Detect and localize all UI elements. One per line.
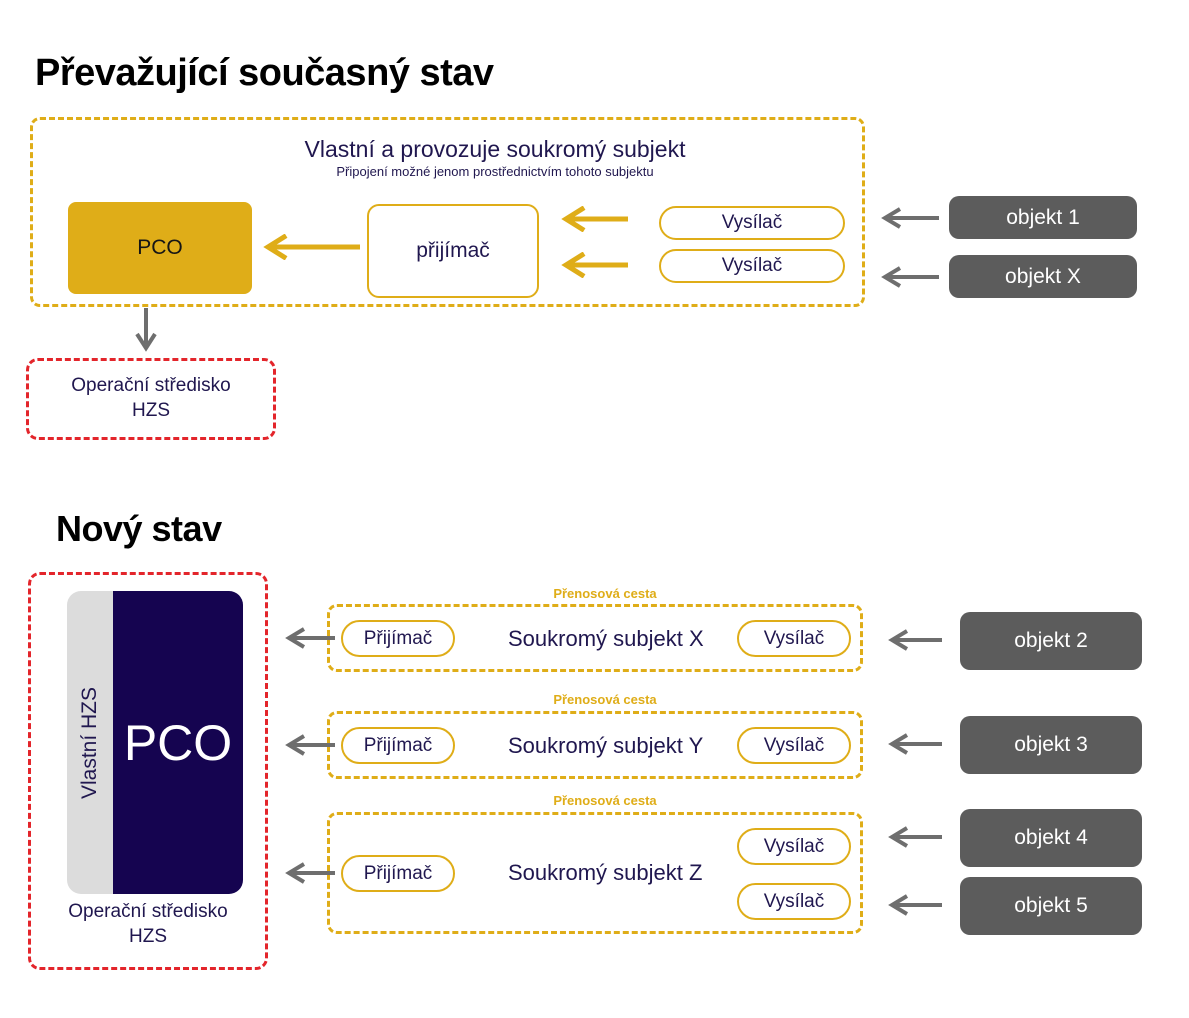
receiver-box-path3: Přijímač	[341, 855, 455, 892]
pco-label-new: PCO	[113, 591, 243, 894]
private-subject-heading: Vlastní a provozuje soukromý subjekt	[304, 136, 686, 162]
transmission-path-label-1: Přenosová cesta	[553, 586, 657, 601]
arrow-left-icon-object2	[888, 629, 942, 651]
transmission-path-label-3: Přenosová cesta	[553, 793, 657, 808]
arrow-left-icon-object1	[881, 207, 939, 229]
pco-owner-strip: Vlastní HZS	[67, 591, 113, 894]
object-box-3: objekt 3	[960, 716, 1142, 774]
hzs-owned-pco-container	[28, 572, 268, 970]
arrow-left-icon-transmitter2-to-receiver	[561, 252, 628, 278]
page-title-new-state: Nový stav	[56, 508, 222, 549]
arrow-left-icon-path2-to-pco	[285, 734, 335, 756]
transmitter-box-current-1: Vysílač	[659, 206, 845, 240]
object-box-x: objekt X	[949, 255, 1137, 298]
transmitter-box-current-2: Vysílač	[659, 249, 845, 283]
page-title-current-state: Převažující současný stav	[35, 52, 494, 94]
transmitter-box-path2: Vysílač	[737, 727, 851, 764]
transmission-path-label-2: Přenosová cesta	[553, 692, 657, 707]
arrow-left-icon-objectX	[881, 266, 939, 288]
arrow-left-icon-object3	[888, 733, 942, 755]
transmitter-box-path3-2: Vysílač	[737, 883, 851, 920]
pco-box-current: PCO	[68, 202, 252, 294]
subject-label-path2: Soukromý subjekt Y	[508, 733, 704, 758]
arrow-left-icon-path1-to-pco	[285, 627, 335, 649]
arrow-left-icon-object5	[888, 894, 942, 916]
receiver-box-current: přijímač	[367, 204, 539, 298]
object-box-1: objekt 1	[949, 196, 1137, 239]
object-box-2: objekt 2	[960, 612, 1142, 670]
pco-owner-label: Vlastní HZS	[78, 686, 102, 799]
object-box-5: objekt 5	[960, 877, 1142, 935]
transmitter-box-path3-1: Vysílač	[737, 828, 851, 865]
arrow-left-icon-object4	[888, 826, 942, 848]
subject-label-path1: Soukromý subjekt X	[508, 626, 704, 651]
arrow-left-icon-transmitter1-to-receiver	[561, 206, 628, 232]
private-subject-container	[30, 117, 865, 307]
object-box-4: objekt 4	[960, 809, 1142, 867]
transmitter-box-path1: Vysílač	[737, 620, 851, 657]
subject-label-path3: Soukromý subjekt Z	[508, 860, 703, 885]
pco-card-new: Vlastní HZS PCO	[67, 591, 243, 894]
receiver-box-path1: Přijímač	[341, 620, 455, 657]
private-subject-subheading: Připojení možné jenom prostřednictvím to…	[336, 164, 654, 179]
arrow-left-icon-path3-to-pco	[285, 862, 335, 884]
arrow-down-icon-pco-to-dispatch	[135, 308, 157, 352]
arrow-left-icon-receiver-to-pco	[263, 234, 360, 260]
receiver-box-path2: Přijímač	[341, 727, 455, 764]
